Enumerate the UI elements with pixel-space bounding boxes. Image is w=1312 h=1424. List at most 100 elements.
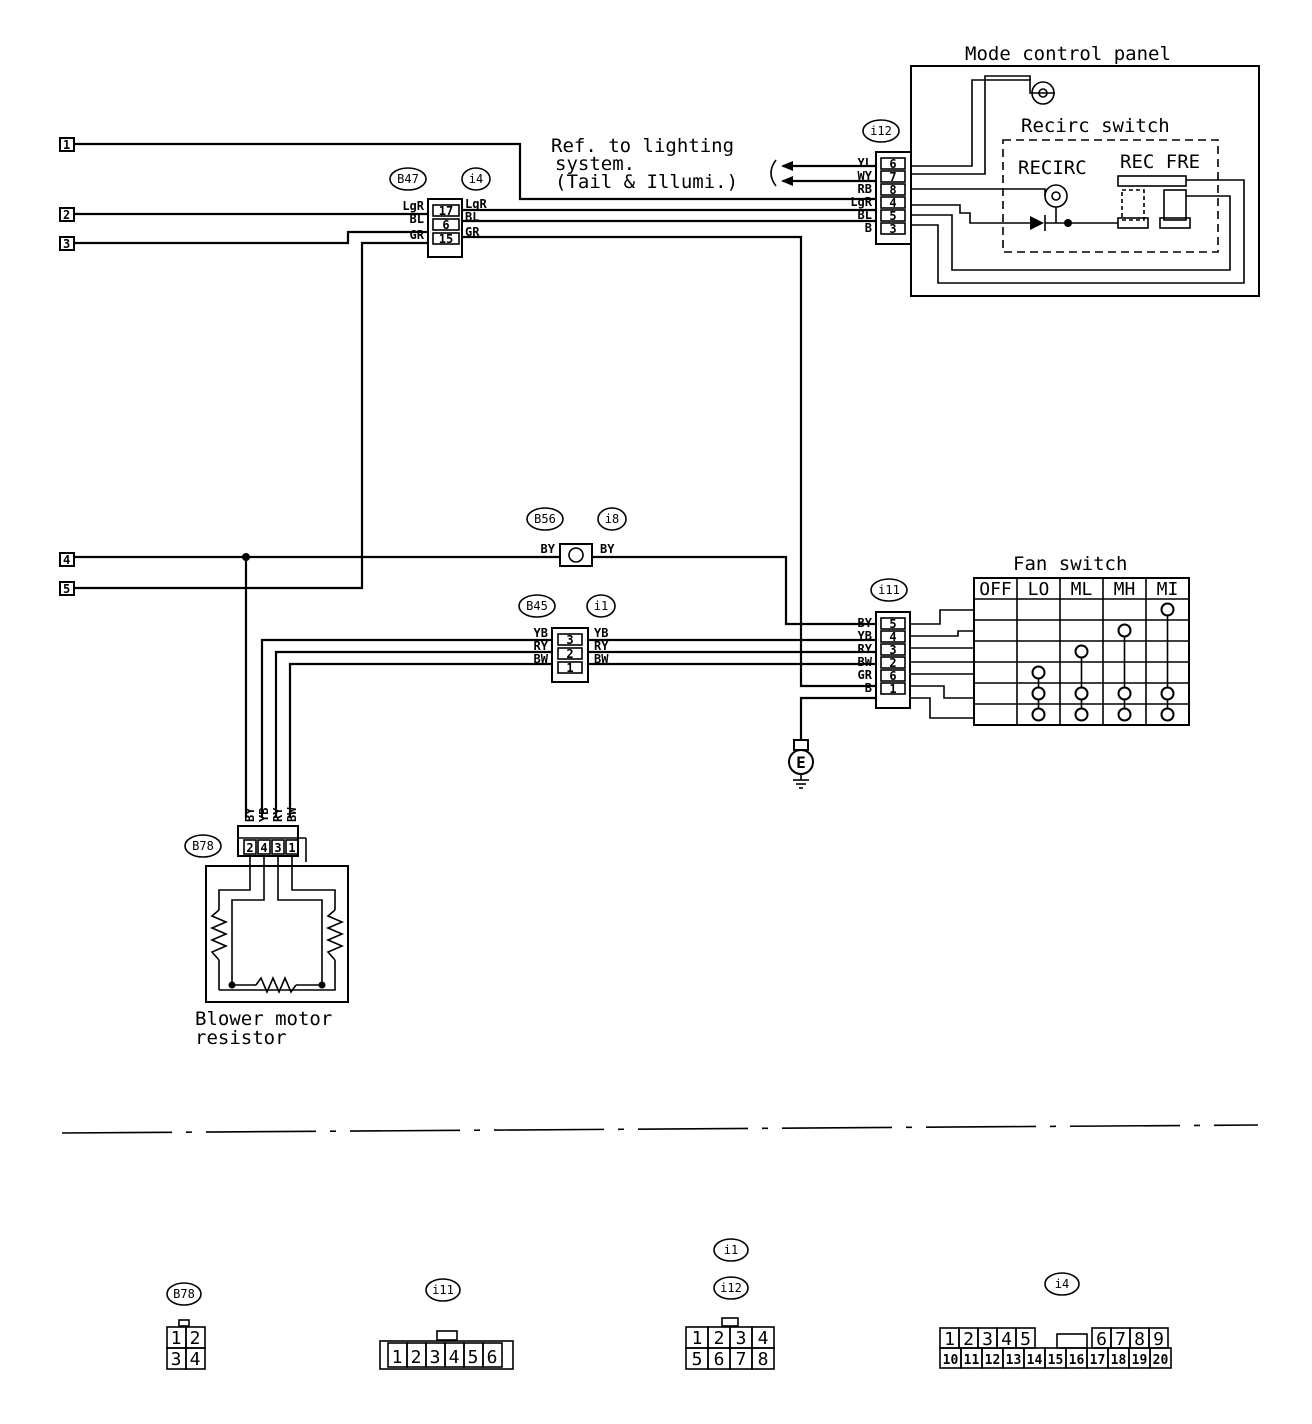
svg-text:3: 3	[430, 1347, 441, 1368]
svg-text:7: 7	[736, 1349, 747, 1370]
i12-pin-7	[880, 170, 906, 183]
i11-pin-label: 4	[889, 630, 896, 644]
svg-text:5: 5	[692, 1349, 703, 1370]
svg-text:RY: RY	[534, 639, 549, 653]
fan-contact-icon	[1117, 707, 1132, 722]
recirc-label: RECIRC	[1018, 157, 1087, 179]
mode-control-panel-title: Mode control panel	[965, 43, 1171, 65]
i12-pin-label: 5	[889, 209, 896, 223]
connector-b56-i8: BY BY	[541, 542, 615, 567]
svg-text:2: 2	[566, 647, 573, 661]
svg-text:13: 13	[1006, 1353, 1022, 1368]
badge-b47	[389, 167, 427, 191]
blower-motor-resistor-line2: resistor	[195, 1027, 287, 1049]
svg-text:E: E	[796, 753, 806, 772]
connector-b45-i1: 3 2 1 YB RY BW YB RY BW	[534, 626, 609, 683]
svg-text:LgR: LgR	[402, 199, 424, 213]
svg-text:5: 5	[468, 1347, 479, 1368]
recirc-switch-frame	[1002, 139, 1219, 253]
arrow-left-icon	[781, 161, 793, 171]
fan-contact-icon	[1160, 602, 1175, 617]
i11-wire-color: BW	[858, 655, 873, 669]
i12-wire-color: BL	[858, 208, 872, 222]
mode-control-panel: Mode control panel Recirc switch RECIRC …	[910, 43, 1260, 297]
i11-pin-label: 1	[889, 682, 896, 696]
fan-contact-icon	[1074, 707, 1089, 722]
svg-text:1: 1	[63, 138, 70, 152]
i11-pin-label: 5	[889, 617, 896, 631]
badge-i4	[461, 167, 491, 191]
blower-motor-resistor-line1: Blower motor	[195, 1008, 332, 1030]
svg-text:GR: GR	[465, 225, 480, 239]
face-i11-cell	[482, 1342, 503, 1368]
svg-text:17: 17	[1090, 1353, 1106, 1368]
b78-pin-1	[285, 839, 299, 855]
svg-text:12: 12	[985, 1353, 1001, 1368]
svg-text:1: 1	[692, 1328, 703, 1349]
b78-pin-label: 3	[274, 841, 281, 855]
svg-text:2: 2	[63, 208, 70, 222]
svg-text:7: 7	[1115, 1329, 1126, 1350]
svg-text:B78: B78	[173, 1287, 195, 1301]
svg-text:6: 6	[487, 1347, 498, 1368]
svg-text:3: 3	[566, 633, 573, 647]
face-i12-cell	[751, 1347, 775, 1370]
harness-terminals: 1 2 3 4 5	[59, 137, 75, 596]
face-badge-i12	[713, 1276, 749, 1300]
badge-i12	[862, 119, 900, 143]
svg-text:15: 15	[439, 232, 453, 246]
b78-pin-label: 4	[260, 841, 267, 855]
ref-lighting-line2: system.	[555, 153, 635, 175]
b78-pin-label: 2	[246, 841, 253, 855]
svg-text:8: 8	[758, 1349, 769, 1370]
i11-pin-5	[880, 617, 906, 630]
svg-text:i11: i11	[878, 583, 900, 597]
svg-text:4: 4	[758, 1328, 769, 1349]
fan-header-ml: ML	[1071, 579, 1093, 600]
diode-icon	[1030, 216, 1044, 230]
b78-wire-color: RY	[271, 807, 285, 822]
svg-text:B78: B78	[192, 839, 214, 853]
svg-text:4: 4	[63, 553, 70, 567]
rec-fre-bar	[1117, 175, 1187, 187]
svg-text:16: 16	[1069, 1353, 1085, 1368]
fan-contact-icon	[1031, 686, 1046, 701]
badge-b56	[526, 507, 564, 531]
b78-pin-label: 1	[288, 841, 295, 855]
fan-contact-icon	[1074, 644, 1089, 659]
svg-text:i11: i11	[432, 1283, 454, 1297]
svg-text:2: 2	[411, 1347, 422, 1368]
ground-symbol: E	[788, 739, 814, 789]
svg-text:BL: BL	[410, 212, 424, 226]
badge-b45	[518, 594, 556, 618]
svg-text:BY: BY	[600, 542, 615, 556]
badge-b78	[184, 834, 222, 858]
fre-contact-icon	[1163, 189, 1187, 221]
svg-text:1: 1	[392, 1347, 403, 1368]
fan-contact-icon	[1160, 707, 1175, 722]
svg-text:15: 15	[1048, 1353, 1064, 1368]
i11-wire-color: YB	[858, 629, 872, 643]
svg-text:LgR: LgR	[465, 197, 487, 211]
svg-text:BL: BL	[465, 210, 479, 224]
svg-text:B47: B47	[397, 172, 419, 186]
svg-text:BW: BW	[594, 652, 609, 666]
i11-wire-color: B	[865, 681, 872, 695]
face-badge-i1	[713, 1238, 749, 1262]
svg-text:20: 20	[1153, 1353, 1169, 1368]
svg-text:4: 4	[190, 1349, 201, 1370]
svg-text:10: 10	[943, 1353, 959, 1368]
svg-text:BY: BY	[541, 542, 556, 556]
b78-wire-color: BW	[285, 807, 299, 822]
fan-contact-icon	[1031, 665, 1046, 680]
fan-contact-icon	[1074, 686, 1089, 701]
fan-contact-icon	[1117, 623, 1132, 638]
i11-pin-1	[880, 682, 906, 695]
i11-wire-color: GR	[858, 668, 873, 682]
svg-text:i4: i4	[1055, 1277, 1069, 1291]
svg-text:3: 3	[63, 237, 70, 251]
svg-text:11: 11	[964, 1353, 980, 1368]
